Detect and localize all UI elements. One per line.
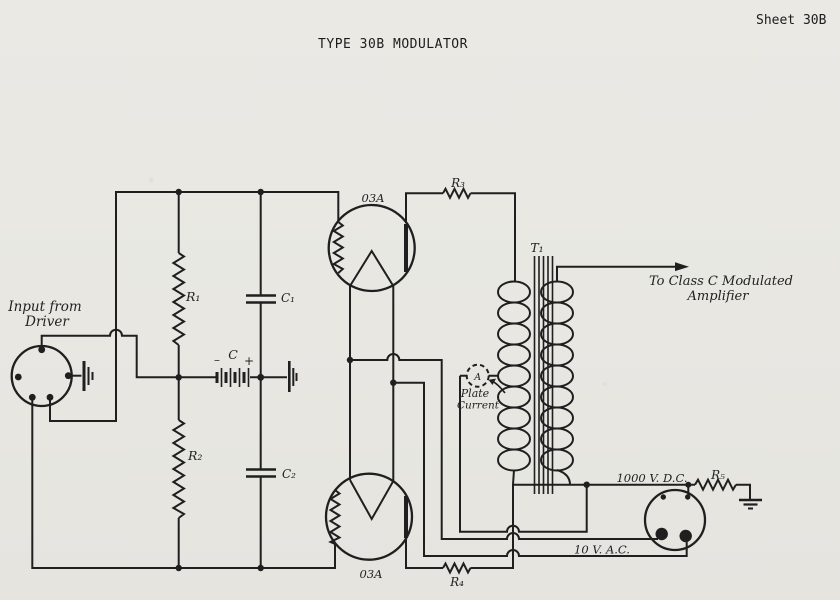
transformer-secondary-winding <box>540 280 574 472</box>
battery-plus-label: + <box>244 354 254 368</box>
connector-pin-small-left <box>660 494 666 500</box>
t1-label: T₁ <box>530 240 543 255</box>
meter-caption-line2: Current <box>457 400 500 412</box>
r2-label: R₂ <box>187 448 202 463</box>
power-connector <box>643 488 707 552</box>
tube-bottom-envelope <box>324 472 414 561</box>
secondary-bottom-wire <box>513 469 587 486</box>
plate-current-meter <box>465 363 506 394</box>
plate-bottom-wire <box>405 469 515 569</box>
connector-pin-large-right <box>679 529 692 543</box>
ammeter-symbol: A <box>473 372 481 383</box>
ground-symbols <box>82 361 762 510</box>
tube-top-envelope <box>327 203 416 293</box>
battery-c <box>215 368 250 387</box>
title-label: TYPE 30B MODULATOR <box>318 37 468 52</box>
capacitor-c2 <box>246 468 276 478</box>
output-label-line2: Amplifier <box>687 289 750 304</box>
junction-dots <box>175 188 692 572</box>
r3-label: R₃ <box>450 176 465 190</box>
ground-battery-bars <box>292 368 298 386</box>
transformer-t1 <box>497 256 574 494</box>
filament-bus-wires <box>349 286 395 481</box>
output-arrowhead-icon <box>675 262 689 272</box>
text-labels: Sheet 30B TYPE 30B MODULATOR Input from … <box>7 13 826 589</box>
filament-ac-wire-1 <box>350 353 658 540</box>
resistors <box>171 186 737 575</box>
tube-top-label: 03A <box>362 191 385 205</box>
input-grid-wire <box>40 328 217 379</box>
connector-pin-small-right <box>685 494 691 500</box>
resistor-r5 <box>694 477 737 492</box>
filament-ac-wire-2 <box>393 381 688 557</box>
input-label-line2: Driver <box>24 314 70 330</box>
transformer-primary-winding <box>497 280 531 472</box>
battery-minus-label: – <box>214 353 220 367</box>
tube-top-grid-zigzag <box>331 221 345 274</box>
tube-bottom-label: 03A <box>360 567 383 581</box>
tube-top <box>327 203 416 293</box>
tube-top-filament <box>349 249 395 287</box>
output-label-line1: To Class C Modulated <box>649 274 793 289</box>
r4-label: R₄ <box>449 575 464 589</box>
resistor-r4 <box>442 561 472 575</box>
transformer-core <box>533 256 554 494</box>
meter-caption-line1: Plate <box>460 387 490 400</box>
capacitor-c1 <box>246 294 276 304</box>
plate-top-wire <box>405 192 516 281</box>
input-socket <box>10 344 73 408</box>
grid-bottom-bus-wire <box>31 397 336 569</box>
battery-short-plates <box>215 372 246 383</box>
wires <box>31 191 751 569</box>
r5-label: R₅ <box>710 468 725 482</box>
battery-c-label: C <box>228 347 238 362</box>
tube-bottom-grid-zigzag <box>328 489 342 545</box>
grid-top-bus-wire <box>49 191 340 422</box>
tube-bottom <box>324 472 414 561</box>
sheet-number-label: Sheet 30B <box>756 13 827 28</box>
r5-ground-wire <box>736 483 751 499</box>
meter-pointer-arrowhead-icon <box>488 378 496 385</box>
c1-label: C₁ <box>281 291 295 305</box>
resistor-r3 <box>442 186 472 201</box>
resistor-r1 <box>171 252 186 346</box>
resistor-r2 <box>171 419 186 519</box>
output-wire <box>556 265 676 282</box>
power-connector-outline <box>643 488 707 552</box>
battery-long-plates <box>220 368 250 387</box>
ammeter-icon <box>465 363 490 388</box>
c2-label: C₂ <box>282 467 296 481</box>
capacitors <box>246 294 276 478</box>
input-label-line1: Input from <box>7 299 81 315</box>
dc-supply-label: 1000 V. D.C. <box>616 471 687 485</box>
tube-bottom-filament <box>349 479 395 522</box>
r1-label: R₁ <box>185 289 200 304</box>
input-socket-outline <box>10 344 73 408</box>
ground-socket-bars <box>87 367 94 385</box>
ac-supply-label: 10 V. A.C. <box>574 543 630 557</box>
connector-pin-large-left <box>655 527 668 541</box>
